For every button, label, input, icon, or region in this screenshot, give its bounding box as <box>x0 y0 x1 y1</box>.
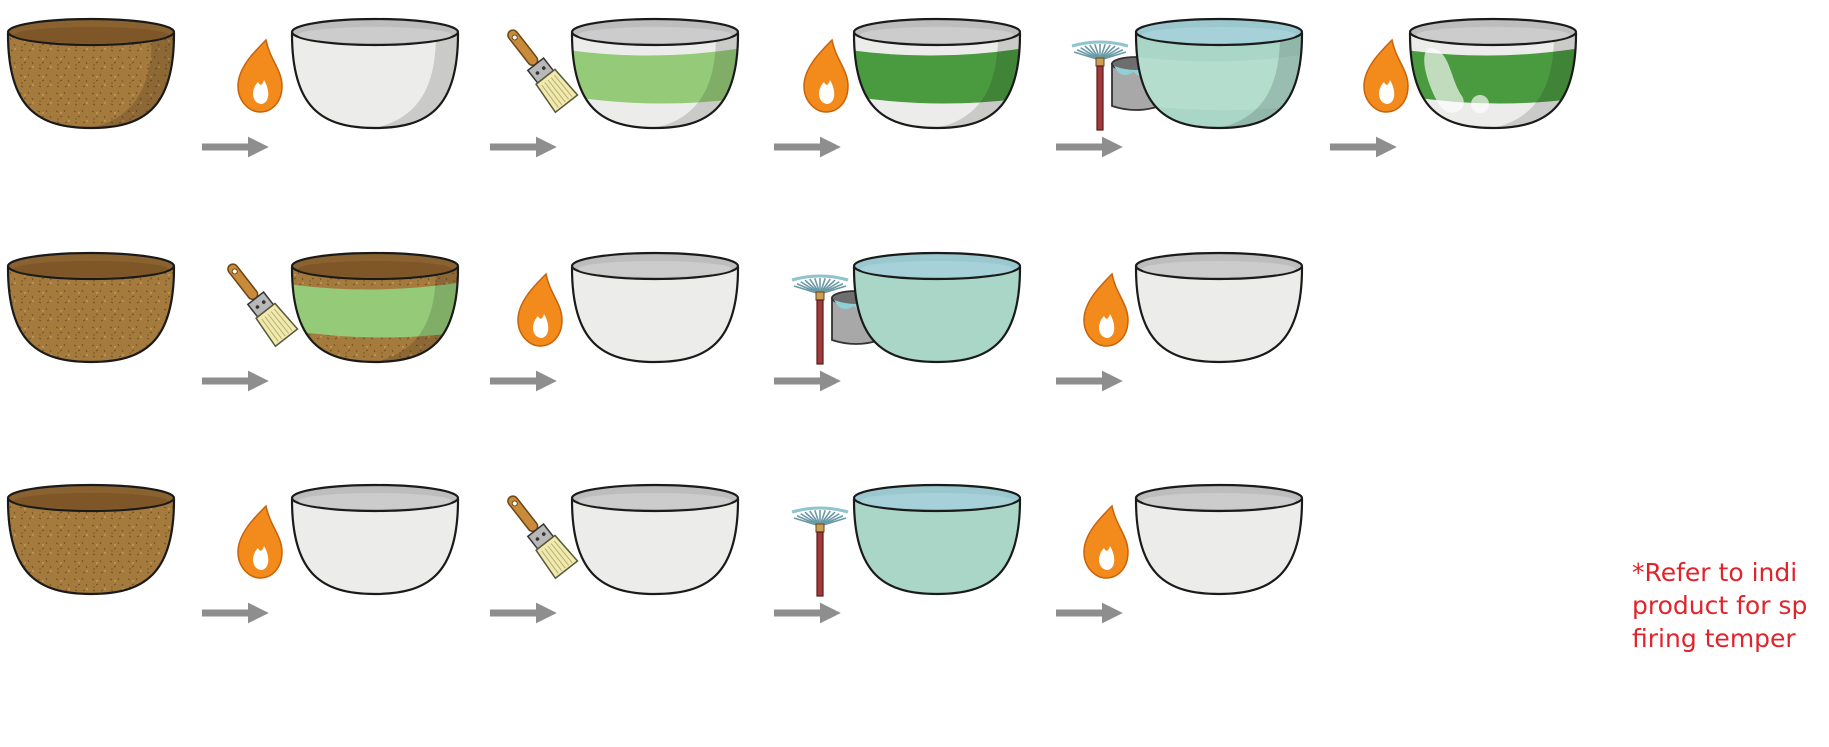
paint-brush-icon <box>499 23 578 113</box>
process-row-2 <box>8 253 1307 381</box>
glaze-fan-brush-icon <box>792 508 848 596</box>
firing-temperature-note: *Refer to indi product for sp firing tem… <box>1632 556 1829 655</box>
white-bowl-icon <box>292 19 458 128</box>
underglaze-light-bowl-icon <box>567 253 743 362</box>
note-line-2: product for sp <box>1632 589 1829 622</box>
paint-brush-icon <box>499 489 578 579</box>
bisque-bowl-icon <box>8 485 174 594</box>
kiln-flame-icon <box>238 506 282 578</box>
kiln-flame-icon <box>1084 506 1128 578</box>
clear-glaze-bowl-icon <box>849 485 1025 594</box>
kiln-flame-icon <box>804 40 848 112</box>
white-bowl-icon <box>292 485 458 594</box>
bisque-bowl-icon <box>8 253 174 362</box>
paint-brush-icon <box>219 257 298 347</box>
final-glazed-bowl-icon <box>1131 485 1307 594</box>
kiln-flame-icon <box>1084 274 1128 346</box>
clear-glaze-bowl-icon <box>849 253 1025 362</box>
underglaze-light-bowl-icon <box>567 19 743 128</box>
process-rows <box>8 19 1581 613</box>
note-line-3: firing temper <box>1632 622 1829 655</box>
process-row-3 <box>8 485 1307 613</box>
kiln-flame-icon <box>1364 40 1408 112</box>
underglaze-dark-bowl-icon <box>849 19 1025 128</box>
kiln-flame-icon <box>518 274 562 346</box>
process-row-1 <box>8 19 1581 147</box>
note-line-1: *Refer to indi <box>1632 556 1829 589</box>
clear-glaze-bowl-icon <box>1131 19 1307 128</box>
underglaze-light-bowl-icon <box>567 485 743 594</box>
bisque-bowl-icon <box>8 19 174 128</box>
bisque-underglaze-bowl-icon <box>287 253 463 362</box>
final-glazed-bowl-icon <box>1405 19 1581 128</box>
final-glazed-bowl-icon <box>1131 253 1307 362</box>
kiln-flame-icon <box>238 40 282 112</box>
